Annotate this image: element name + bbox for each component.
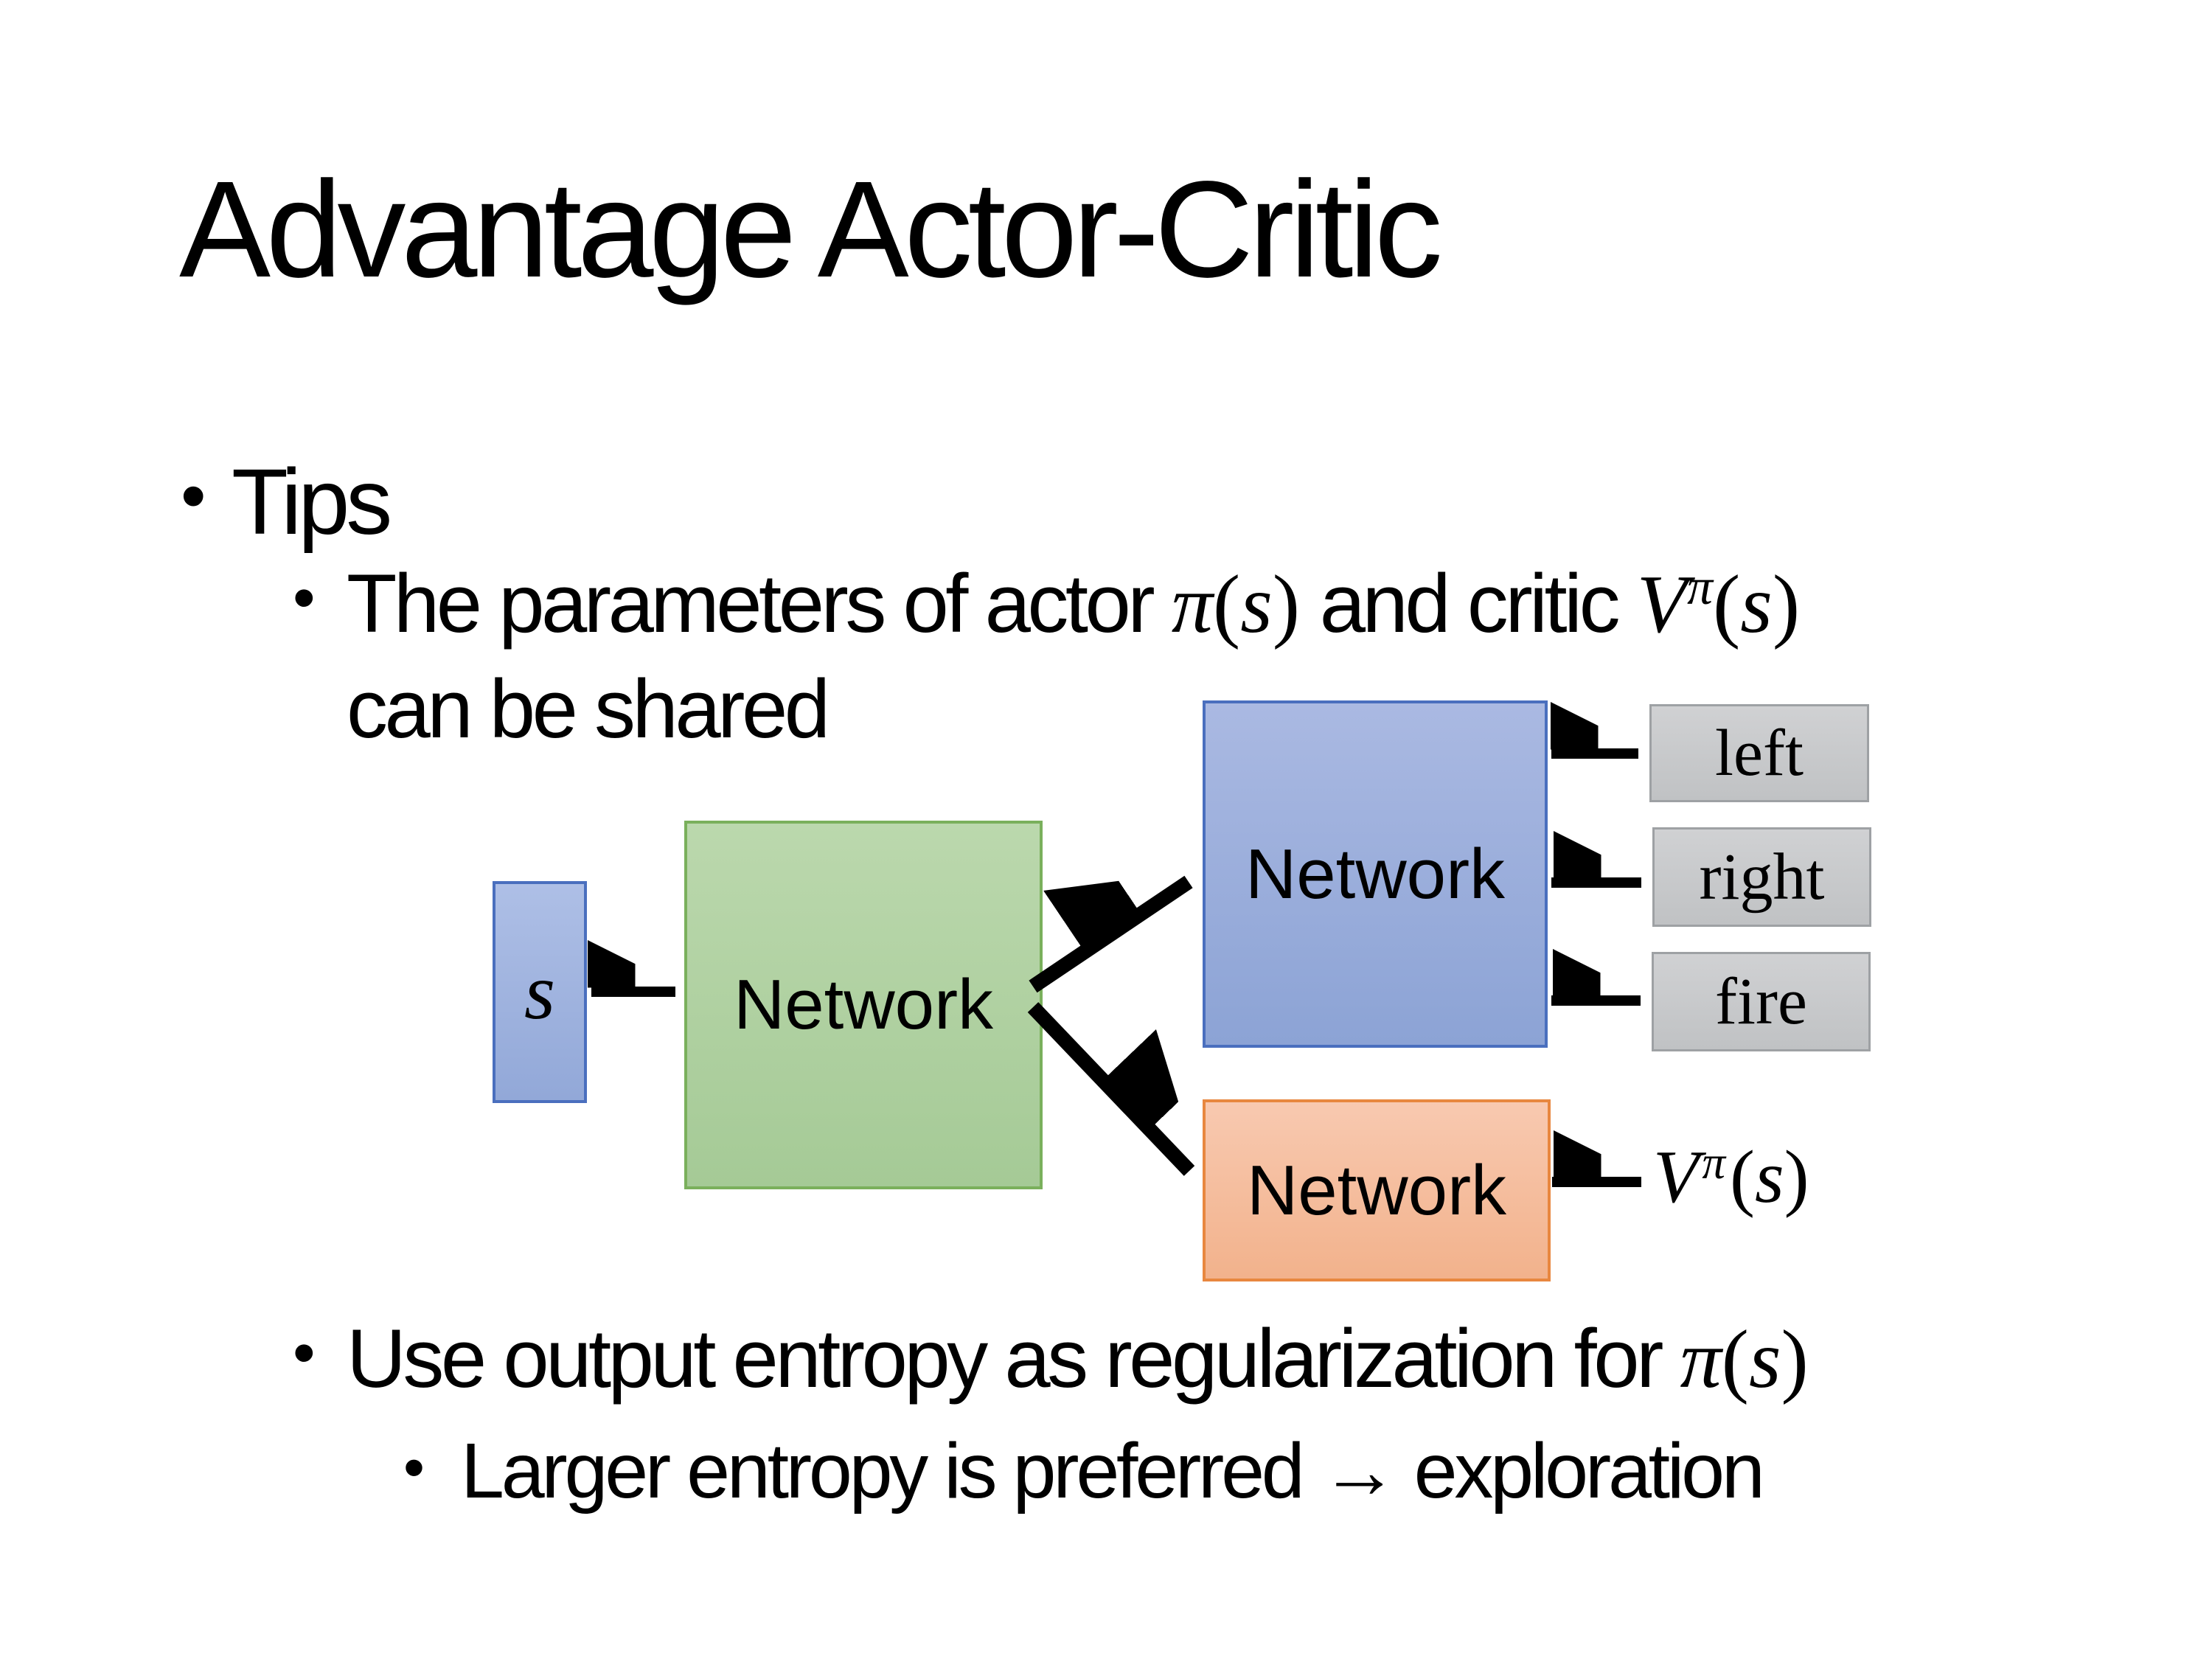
state-box: s — [493, 881, 587, 1103]
s-symbol: s — [1740, 559, 1773, 650]
bullet-item-tips: • Tips — [181, 448, 392, 555]
value-output-label: Vπ(s) — [1653, 1134, 1809, 1220]
v-symbol: V — [1636, 559, 1688, 650]
bullet-marker: • — [403, 1432, 425, 1501]
action-label-right: right — [1699, 841, 1825, 914]
pi-symbol: π — [1171, 559, 1213, 650]
pi-symbol: π — [1680, 1314, 1722, 1405]
actor-network-label: Network — [1245, 834, 1506, 914]
bullet-marker: • — [293, 560, 316, 633]
shared-params-line2: can be shared — [347, 663, 830, 756]
actor-network-box: Network — [1203, 700, 1548, 1048]
exploration-text: Larger entropy is preferred → exploratio… — [461, 1427, 1765, 1514]
rparen: ) — [1784, 1135, 1809, 1219]
action-box-fire: fire — [1652, 952, 1871, 1051]
pi-superscript: π — [1702, 1137, 1725, 1189]
bullet-item-shared-params: • The parameters of actor π(s) and criti… — [293, 552, 1800, 761]
shared-params-text: The parameters of actor π(s) and critic … — [347, 552, 1800, 761]
s-symbol: s — [1748, 1314, 1781, 1405]
rparen: ) — [1772, 559, 1801, 650]
s-symbol: s — [1754, 1135, 1784, 1219]
rparen: ) — [1272, 559, 1301, 650]
v-symbol: V — [1653, 1135, 1700, 1219]
entropy-prefix-text: Use output entropy as regularization for — [347, 1312, 1680, 1405]
lparen: ( — [1712, 559, 1741, 650]
lparen: ( — [1212, 559, 1241, 650]
critic-network-box: Network — [1203, 1099, 1551, 1281]
arrow-shared-to-actor — [1029, 882, 1193, 993]
arrow-shared-to-critic — [1027, 1002, 1189, 1176]
tips-text: Tips — [232, 450, 392, 554]
action-box-left: left — [1649, 704, 1869, 802]
action-label-left: left — [1715, 717, 1804, 790]
page-title: Advantage Actor-Critic — [179, 153, 1443, 306]
shared-network-label: Network — [733, 965, 994, 1044]
shared-network-box: Network — [684, 821, 1043, 1189]
bullet-marker: • — [293, 1315, 316, 1388]
bullet-item-entropy: • Use output entropy as regularization f… — [293, 1307, 1809, 1412]
s-symbol: s — [1240, 559, 1273, 650]
state-label: s — [524, 947, 556, 1036]
action-label-fire: fire — [1715, 965, 1807, 1038]
pi-superscript: π — [1687, 558, 1713, 616]
bullet-item-exploration: • Larger entropy is preferred → explorat… — [403, 1427, 1765, 1516]
rparen: ) — [1781, 1314, 1809, 1405]
entropy-text: Use output entropy as regularization for… — [347, 1307, 1809, 1412]
critic-network-label: Network — [1246, 1150, 1507, 1230]
lparen: ( — [1721, 1314, 1749, 1405]
shared-mid-text: and critic — [1300, 557, 1637, 650]
shared-params-line1: The parameters of actor π(s) and critic … — [347, 552, 1800, 657]
bullet-marker: • — [181, 454, 206, 536]
shared-prefix-text: The parameters of actor — [347, 557, 1172, 650]
lparen: ( — [1730, 1135, 1755, 1219]
action-box-right: right — [1652, 827, 1871, 927]
